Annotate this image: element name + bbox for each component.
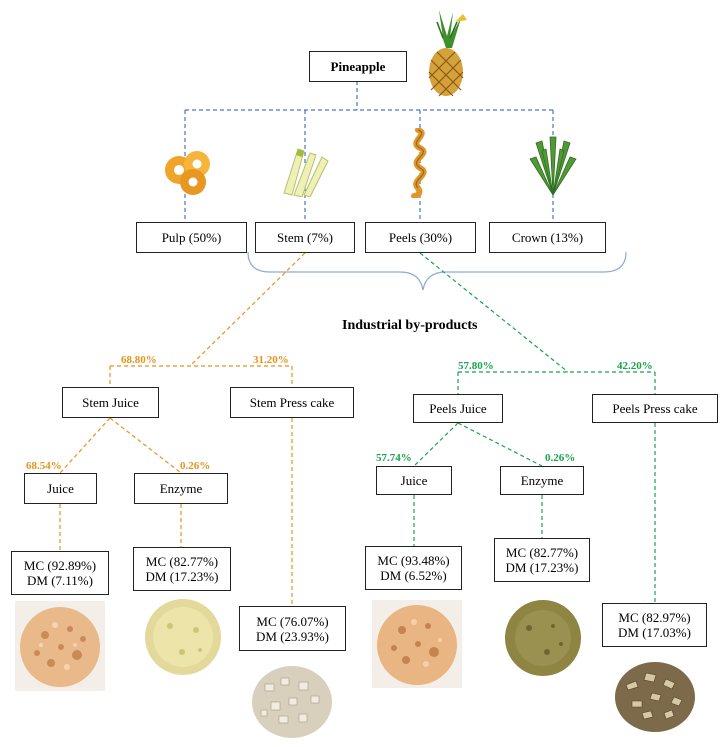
stem-juice-box: Stem Juice [62, 387, 159, 418]
by-products-brace [247, 251, 627, 291]
stem-press-composition: MC (76.07%) DM (23.93%) [239, 606, 346, 651]
stem-enzyme-pct: 0.26% [180, 460, 211, 472]
stem-press-dm: DM (23.93%) [256, 628, 329, 644]
stem-sticks-icon [283, 148, 329, 197]
peels-box: Peels (30%) [365, 222, 476, 253]
peel-spiral-icon [411, 128, 427, 198]
peels-juice-composition: MC (93.48%) DM (6.52%) [365, 546, 462, 590]
pulp-box: Pulp (50%) [136, 222, 247, 253]
stem-press-cake-box: Stem Press cake [230, 387, 354, 418]
stem-enzyme-powder-icon [142, 596, 224, 678]
stem-enzyme-mc: MC (82.77%) [145, 554, 219, 569]
stem-enzyme-dm: DM (17.23%) [145, 569, 219, 584]
stem-press-cake-icon [249, 660, 335, 742]
peels-juice-box: Peels Juice [413, 394, 503, 423]
peels-enzyme-powder-icon [503, 598, 583, 678]
blue-connectors [184, 81, 554, 222]
peels-juice-dm: DM (6.52%) [380, 568, 447, 583]
peels-juice-powder-icon [372, 600, 462, 688]
peels-enzyme-dm: DM (17.23%) [505, 560, 579, 575]
pineapple-box: Pineapple [309, 51, 407, 82]
stem-juice-share: 68.80% [121, 354, 157, 366]
stem-juice-leaf-box: Juice [24, 473, 97, 504]
peels-juice-pct: 57.74% [376, 452, 412, 464]
peels-enzyme-pct: 0.26% [545, 452, 576, 464]
crown-leaves-icon [529, 136, 577, 196]
peels-enzyme-mc: MC (82.77%) [505, 545, 579, 560]
stem-press-mc: MC (76.07%) [256, 613, 329, 629]
stem-juice-mc: MC (92.89%) [23, 558, 97, 573]
stem-juice-composition: MC (92.89%) DM (7.11%) [11, 551, 109, 595]
stem-box: Stem (7%) [255, 222, 355, 253]
industrial-by-products-label: Industrial by-products [342, 318, 478, 333]
peels-juice-mc: MC (93.48%) [377, 553, 450, 568]
stem-press-share: 31.20% [253, 354, 289, 366]
peels-press-composition: MC (82.97%) DM (17.03%) [602, 603, 707, 647]
peels-enzyme-box: Enzyme [500, 466, 584, 495]
peels-press-cake-box: Peels Press cake [592, 394, 718, 423]
stem-enzyme-composition: MC (82.77%) DM (17.23%) [133, 547, 231, 591]
pineapple-icon [428, 10, 467, 97]
peels-enzyme-composition: MC (82.77%) DM (17.23%) [494, 538, 590, 582]
peels-press-share: 42.20% [617, 360, 653, 372]
crown-box: Crown (13%) [489, 222, 606, 253]
stem-enzyme-box: Enzyme [134, 473, 228, 504]
stem-juice-pct: 68.54% [26, 460, 62, 472]
peels-press-cake-icon [612, 655, 698, 735]
pulp-rings-icon [165, 151, 210, 195]
green-connectors [413, 252, 656, 603]
peels-juice-leaf-box: Juice [376, 466, 452, 495]
peels-press-mc: MC (82.97%) [618, 610, 691, 625]
stem-juice-powder-icon [15, 601, 105, 691]
stem-juice-dm: DM (7.11%) [27, 573, 93, 588]
peels-press-dm: DM (17.03%) [618, 625, 691, 640]
peels-juice-share: 57.80% [458, 360, 494, 372]
orange-connectors [59, 252, 306, 606]
